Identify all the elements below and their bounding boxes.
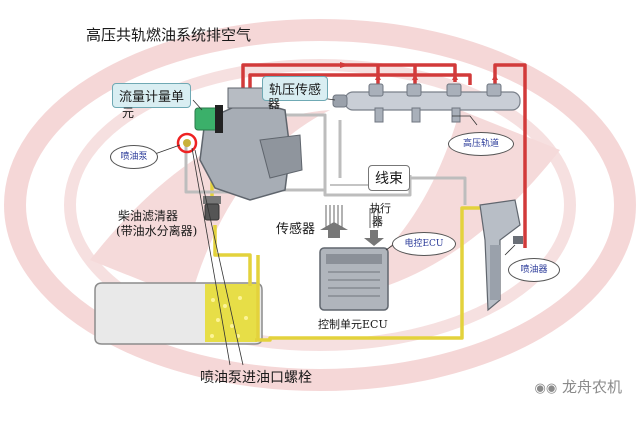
injector-label: 喷油器	[520, 265, 548, 275]
pump-inlet-highlight	[176, 132, 198, 154]
ecu-callout-label: 电控ECU	[404, 239, 444, 249]
rail-sensor-label-line1: 轨压传感	[269, 83, 322, 98]
rail-pressure-sensor	[332, 94, 348, 108]
rail-sensor-callout: 轨压传感	[262, 76, 329, 101]
ecu-unit-label: 控制单元ECU	[318, 318, 388, 331]
high-pressure-pump	[176, 87, 303, 201]
flow-meter-label-line2: 元	[122, 106, 135, 120]
fuel-filter	[203, 196, 221, 221]
sensor-lines	[325, 205, 379, 228]
watermark: ◉◉ 龙舟农机	[535, 376, 622, 397]
ecu-unit	[319, 247, 389, 311]
high-pressure-rail-label: 高压轨道	[462, 139, 499, 149]
flow-meter-callout: 流量计量单	[112, 83, 192, 108]
fuel-filter-label-line1: 柴油滤清器	[118, 209, 179, 223]
injector	[479, 199, 523, 312]
watermark-text: 龙舟农机	[561, 378, 622, 396]
rail-sensor-label-line2: 器	[268, 97, 281, 111]
flow-arrows	[260, 62, 498, 97]
common-rail	[332, 83, 521, 123]
wire-harness-label: 线束	[375, 171, 403, 187]
flow-meter-label-line1: 流量计量单	[119, 90, 185, 105]
page-title: 高压共轨燃油系统排空气	[86, 26, 252, 44]
inlet-bolt-label: 喷油泵进油口螺栓	[200, 370, 312, 386]
wechat-icon: ◉◉	[534, 381, 558, 396]
sensor-label: 传感器	[276, 222, 316, 237]
harness-arrows	[320, 222, 384, 246]
wire-harness-callout: 线束	[368, 165, 410, 191]
actuator-label-line3: 器	[372, 215, 383, 228]
actuator-label-line2: 行	[380, 202, 391, 215]
ecu-bubble: 电控ECU	[392, 232, 456, 256]
high-pressure-rail-bubble: 高压轨道	[448, 132, 514, 156]
fuel-tank	[94, 282, 263, 345]
fuel-filter-label-line2: (带油水分离器)	[116, 224, 198, 238]
injector-bubble: 喷油器	[508, 258, 560, 282]
actuator-label-line1: 执	[370, 202, 381, 215]
injection-pump-label: 喷油泵	[120, 152, 148, 162]
injection-pump-bubble: 喷油泵	[110, 145, 158, 169]
